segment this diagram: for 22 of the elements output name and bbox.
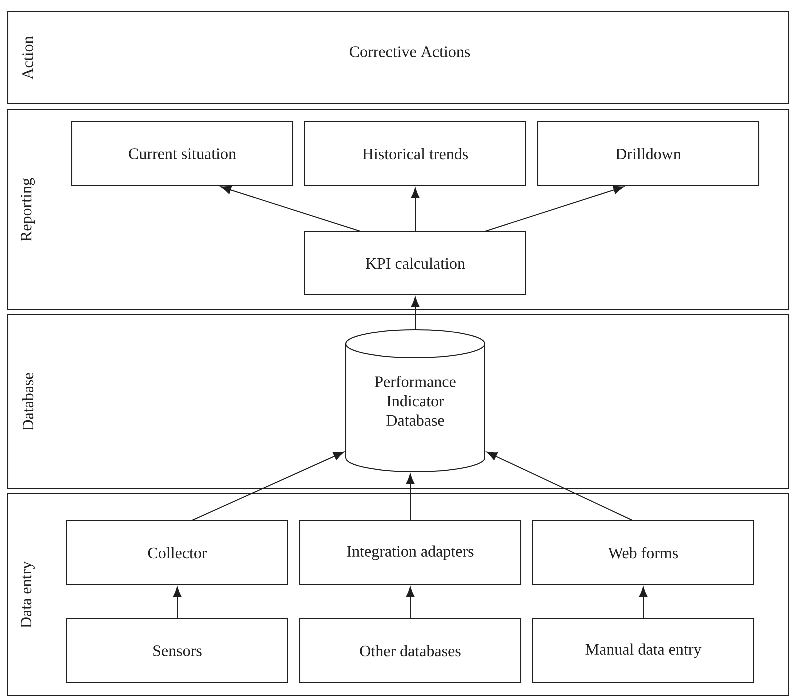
arrow bbox=[486, 452, 633, 521]
process-box: Web forms bbox=[532, 520, 754, 586]
swimlane: Action Corrective Actions bbox=[8, 12, 790, 104]
arrow bbox=[220, 186, 361, 232]
process-box: Collector bbox=[66, 520, 288, 586]
arrow bbox=[411, 188, 420, 232]
process-box: Manual data entry bbox=[532, 618, 754, 684]
arrow bbox=[406, 587, 415, 619]
process-box: Drilldown bbox=[538, 122, 760, 186]
process-box: Integration adapters bbox=[300, 520, 522, 586]
process-box: Current situation bbox=[72, 122, 294, 186]
arrow bbox=[485, 186, 624, 232]
arrow bbox=[406, 474, 415, 521]
database-cylinder: Performance Indicator Database bbox=[346, 330, 486, 472]
process-box: Other databases bbox=[300, 618, 522, 684]
arrow bbox=[192, 452, 344, 521]
arrow bbox=[173, 587, 182, 619]
arrow bbox=[411, 297, 420, 330]
arrow bbox=[639, 587, 648, 619]
process-box: Historical trends bbox=[304, 122, 526, 186]
process-box: KPI calculation bbox=[304, 232, 526, 296]
process-box: Sensors bbox=[66, 618, 288, 684]
